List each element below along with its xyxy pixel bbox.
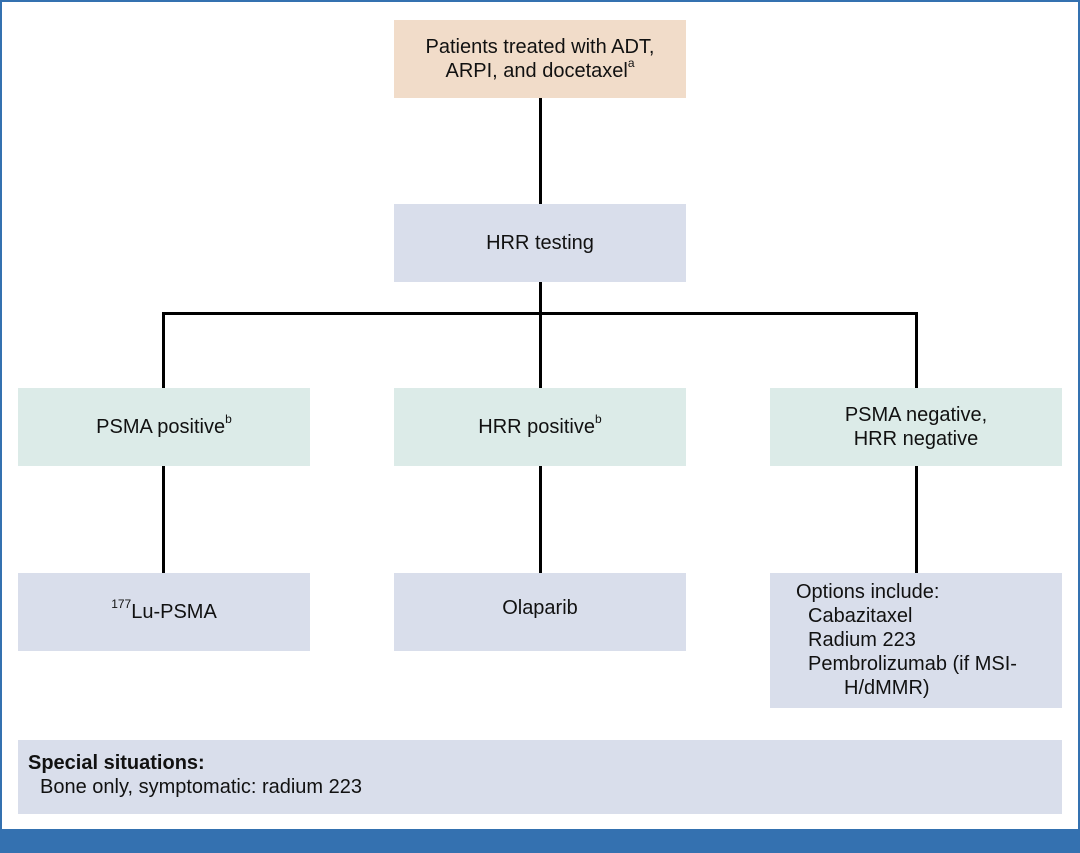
options-header: Options include: <box>796 581 940 603</box>
special-situations-body: Bone only, symptomatic: radium 223 <box>40 776 363 798</box>
node-psma-negative-line1: PSMA negative, <box>844 404 988 426</box>
node-psma-hrr-negative: PSMA negative, HRR negative <box>770 388 1062 466</box>
bottom-accent-bar <box>0 829 1080 853</box>
node-patients-treated-line1: Patients treated with ADT, <box>425 36 655 58</box>
node-psma-positive-text: PSMA positive <box>96 416 226 438</box>
option-item-continued: H/dMMR) <box>844 677 930 699</box>
node-hrr-testing-label: HRR testing <box>486 232 594 254</box>
node-lu-psma-label: 177Lu-PSMA <box>111 597 217 624</box>
node-olaparib: Olaparib <box>394 573 686 651</box>
footnote-b: b <box>225 412 232 427</box>
connector-hrr-to-olaparib <box>539 466 542 573</box>
connector-psma-to-lu <box>162 466 165 573</box>
footnote-b: b <box>595 412 602 427</box>
connector-branch-left <box>162 312 165 388</box>
special-situations-box: Special situations: Bone only, symptomat… <box>18 740 1062 814</box>
isotope-number: 177 <box>111 597 132 612</box>
node-patients-treated: Patients treated with ADT, ARPI, and doc… <box>394 20 686 98</box>
connector-branch-right <box>915 312 918 388</box>
connector-top-to-hrr-testing <box>539 98 542 204</box>
connector-horizontal-branch <box>162 312 918 315</box>
node-olaparib-label: Olaparib <box>502 597 578 619</box>
node-patients-treated-line2: ARPI, and docetaxela <box>445 56 635 83</box>
node-psma-positive-label: PSMA positiveb <box>96 412 232 439</box>
special-situations-title: Special situations: <box>28 752 205 774</box>
node-hrr-testing: HRR testing <box>394 204 686 282</box>
footnote-a: a <box>627 56 635 71</box>
node-options: Options include: Cabazitaxel Radium 223 … <box>770 573 1062 708</box>
option-item: Pembrolizumab (if MSI- <box>808 653 1017 675</box>
option-item: Cabazitaxel <box>808 605 913 627</box>
node-psma-negative-line2: HRR negative <box>853 428 979 450</box>
connector-hrr-testing-down <box>539 282 542 388</box>
option-item: Radium 223 <box>808 629 916 651</box>
node-psma-positive: PSMA positiveb <box>18 388 310 466</box>
node-hrr-positive-text: HRR positive <box>478 416 595 438</box>
node-lu-psma: 177Lu-PSMA <box>18 573 310 651</box>
node-hrr-positive: HRR positiveb <box>394 388 686 466</box>
connector-neg-to-options <box>915 466 918 573</box>
node-lu-psma-text: Lu-PSMA <box>131 601 217 623</box>
node-hrr-positive-label: HRR positiveb <box>478 412 602 439</box>
node-patients-treated-line2-text: ARPI, and docetaxel <box>445 60 628 82</box>
